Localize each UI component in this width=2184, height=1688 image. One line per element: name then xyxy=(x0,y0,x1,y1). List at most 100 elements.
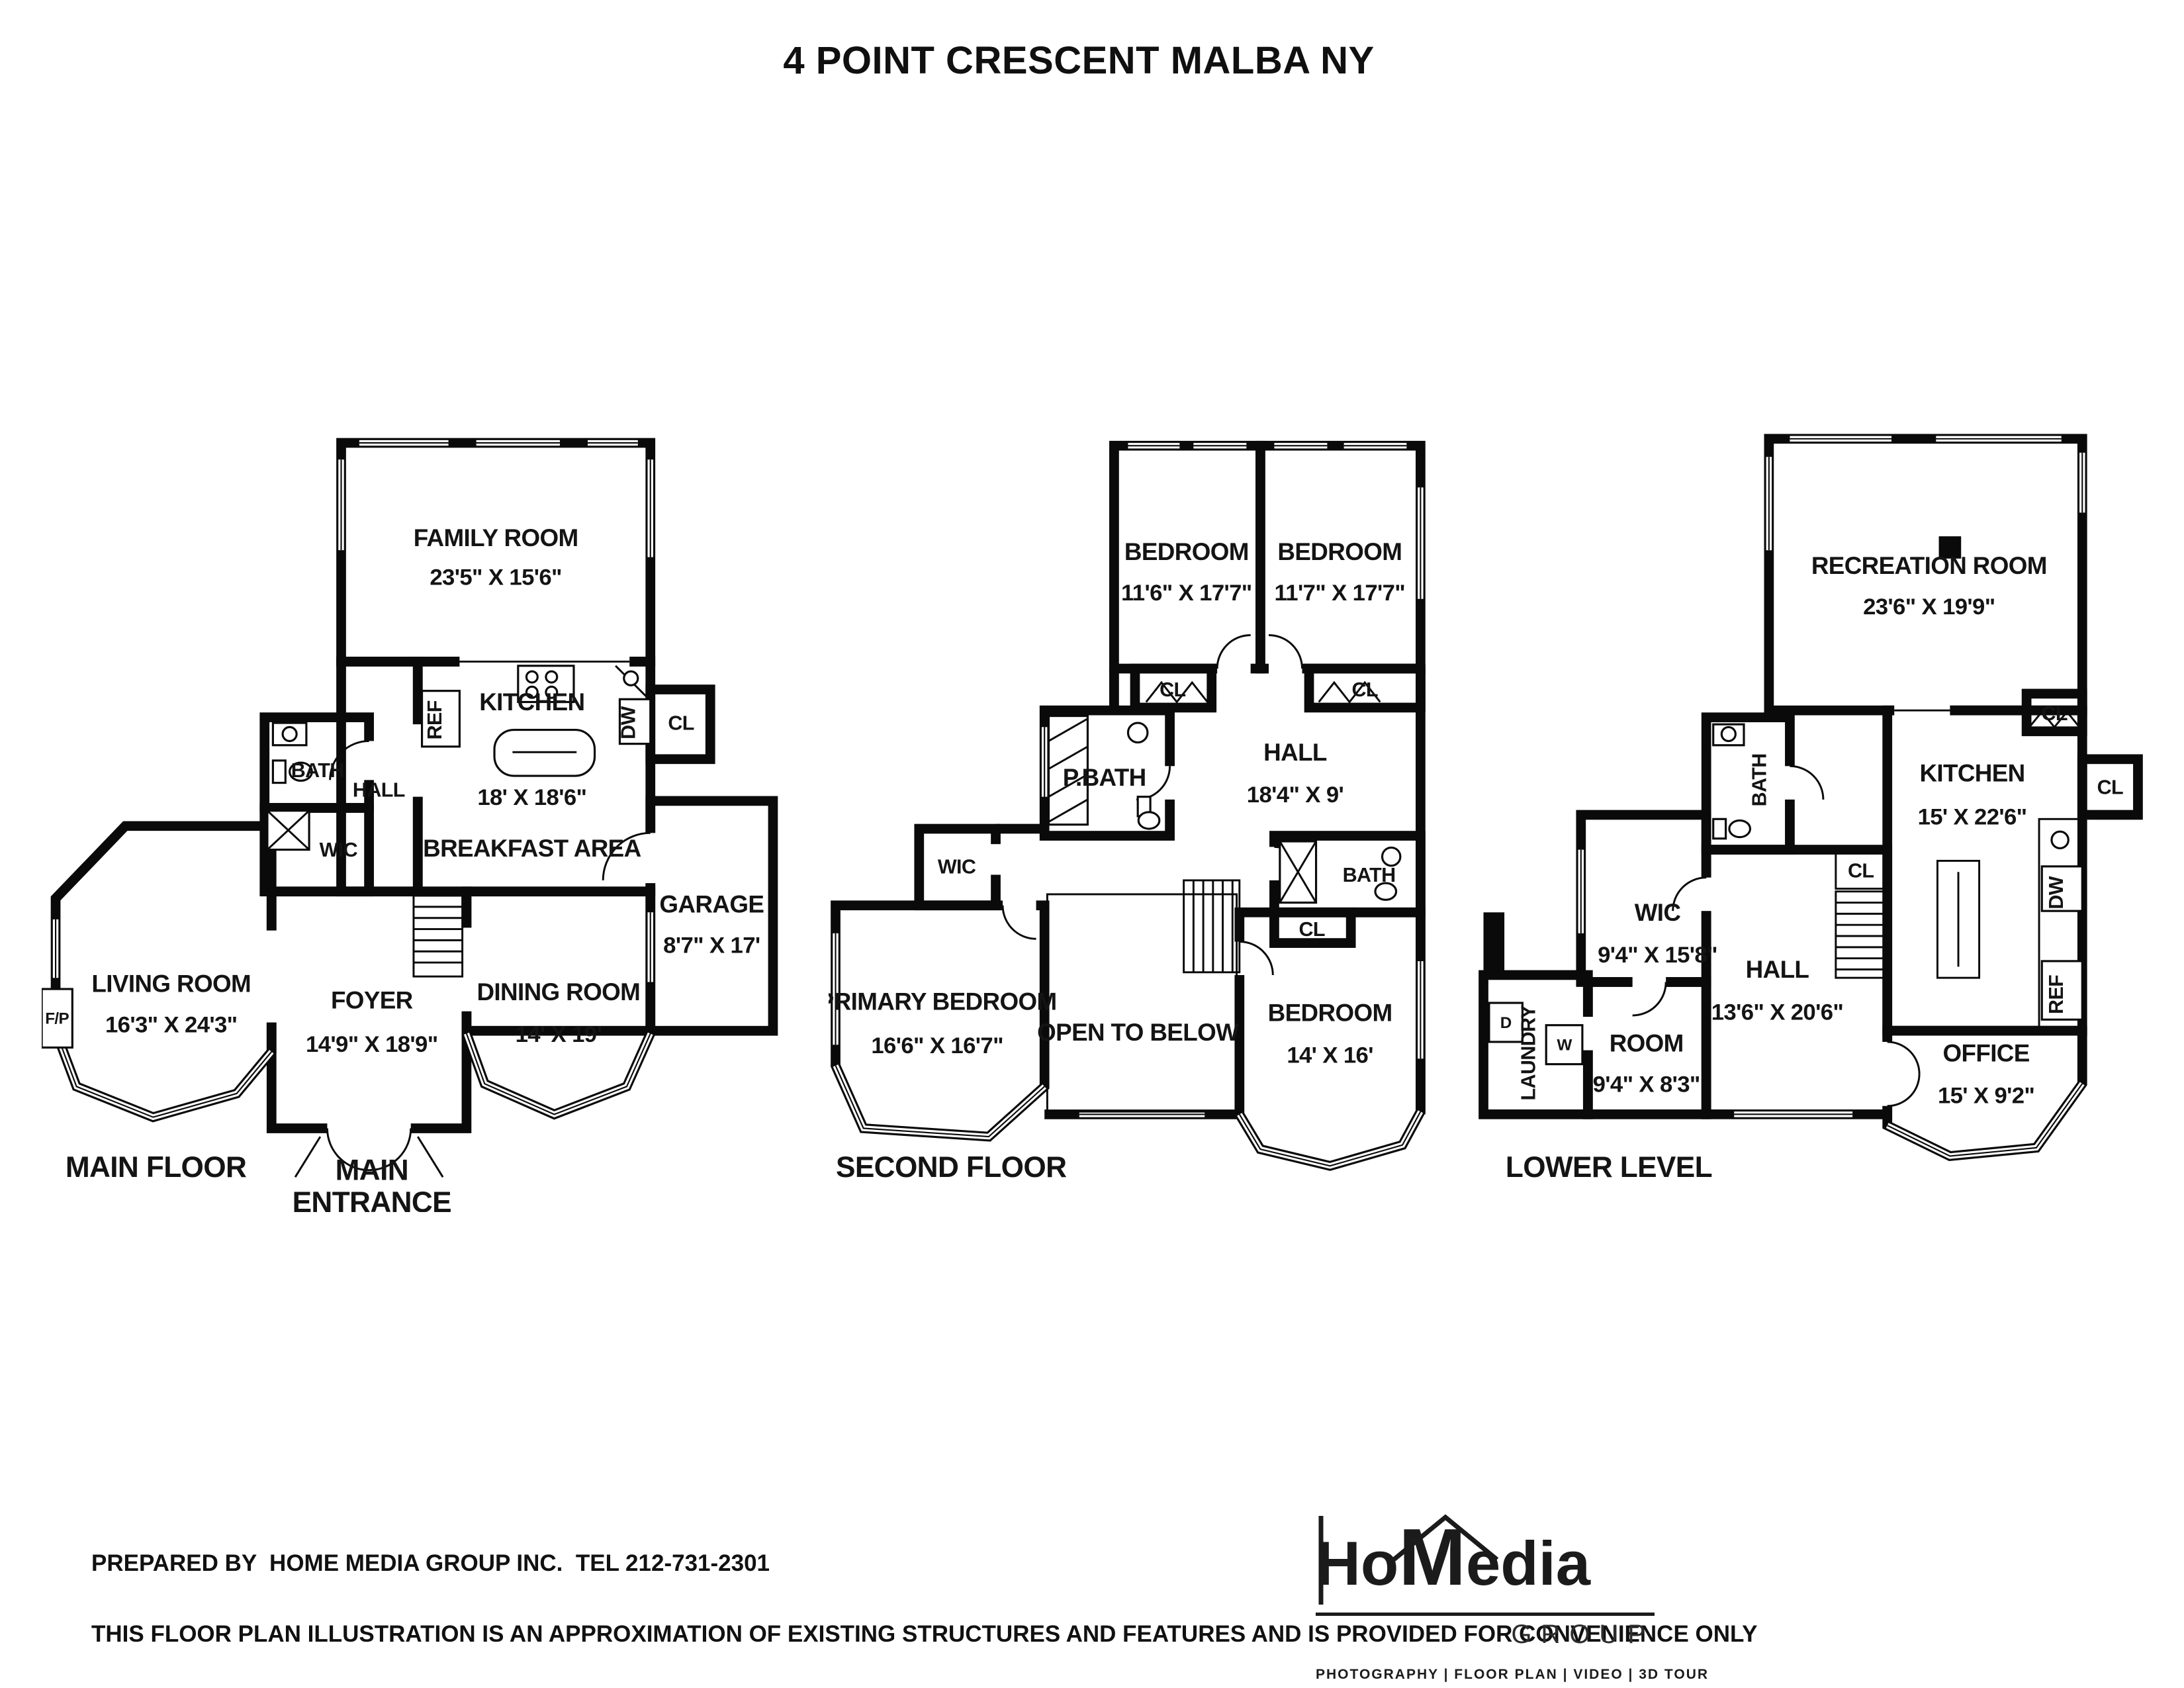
room-label-foyer: FOYER xyxy=(331,987,413,1014)
room-label-garage: GARAGE xyxy=(659,890,764,917)
main-floor-plan: FAMILY ROOM 23'5" X 15'6" KITCHEN 18' X … xyxy=(42,438,778,1212)
washer-icon xyxy=(1545,1024,1584,1066)
logo-text-edia: edia xyxy=(1465,1528,1591,1598)
room-label-bath: BATH xyxy=(291,759,344,782)
label-open-to-below: OPEN TO BELOW xyxy=(1037,1019,1239,1046)
label-closet: CL xyxy=(668,712,694,735)
caption-main-floor: MAIN FLOOR xyxy=(66,1151,247,1184)
label-main-entrance-2: ENTRANCE xyxy=(293,1186,451,1212)
room-label-family: FAMILY ROOM xyxy=(414,524,578,551)
label-ref: REF xyxy=(2045,975,2068,1014)
door-arc xyxy=(329,739,369,780)
logo-text-ho: Ho xyxy=(1316,1528,1399,1598)
kitchen-sink-icon xyxy=(2050,830,2070,850)
label-closet-1: CL xyxy=(2041,702,2067,725)
label-closet-3: CL xyxy=(1848,860,1874,882)
room-label-living: LIVING ROOM xyxy=(91,970,251,997)
room-dims-office: 15' X 9'2" xyxy=(1938,1084,2034,1109)
dishwasher-icon xyxy=(2040,865,2083,912)
bath-sink-icon xyxy=(1126,722,1149,744)
lower-level-plan: RECREATION ROOM 23'6" X 19'9" CL CL KITC… xyxy=(1479,434,2143,1184)
main-floor-fixtures xyxy=(42,665,652,1049)
room-dims-bedroom2: 11'7" X 17'7" xyxy=(1275,581,1406,606)
stairs xyxy=(1183,879,1241,974)
logo-services: PHOTOGRAPHY | FLOOR PLAN | VIDEO | 3D TO… xyxy=(1316,1667,1709,1682)
room-dims-kitchen: 15' X 22'6" xyxy=(1918,805,2027,830)
lower-level-windows xyxy=(1578,436,2085,1159)
room-label-bath: BATH xyxy=(1343,864,1396,886)
door-arc xyxy=(1672,876,1707,912)
label-dw: DW xyxy=(2045,876,2068,909)
room-label-recreation: RECREATION ROOM xyxy=(1811,552,2047,579)
door-arc xyxy=(1790,765,1825,800)
room-label-bedroom3: BEDROOM xyxy=(1268,999,1392,1026)
label-fireplace: F/P xyxy=(45,1010,69,1028)
label-dryer: D xyxy=(1500,1014,1512,1032)
label-closet-3: CL xyxy=(1299,918,1325,941)
room-dims-foyer: 14'9" X 18'9" xyxy=(306,1032,438,1057)
room-label-dining: DINING ROOM xyxy=(477,978,640,1006)
caption-second-floor: SECOND FLOOR xyxy=(836,1151,1066,1184)
dryer-icon xyxy=(1488,1002,1524,1043)
room-label-breakfast: BREAKFAST AREA xyxy=(423,835,641,862)
kitchen-counter xyxy=(2038,818,2083,1035)
room-label-pbath: P.BATH xyxy=(1063,764,1146,791)
door-arc xyxy=(1216,634,1251,669)
room-dims-wic: 9'4" X 15'8" xyxy=(1598,943,1717,968)
door-arc xyxy=(1887,1041,1921,1074)
second-floor-windows xyxy=(833,443,1424,1169)
door-arc xyxy=(1632,982,1667,1017)
label-closet-2: CL xyxy=(2097,776,2123,798)
lower-level-fixtures xyxy=(1488,723,2083,1066)
room-label-kitchen: KITCHEN xyxy=(1919,759,2025,786)
room-label-wic: WIC xyxy=(938,855,976,878)
structural-post xyxy=(1938,536,1962,559)
disclaimer: PREPARED BY HOME MEDIA GROUP INC. TEL 21… xyxy=(91,1528,1758,1688)
bifold-door xyxy=(1145,680,1208,704)
room-dims-hall: 13'6" X 20'6" xyxy=(1711,1000,1843,1025)
label-closet-1: CL xyxy=(1160,679,1185,701)
logo-text-m: M xyxy=(1398,1512,1466,1602)
room-dims-living: 16'3" X 24'3" xyxy=(105,1012,238,1037)
caption-lower-level: LOWER LEVEL xyxy=(1506,1151,1712,1184)
room-label-room: ROOM xyxy=(1610,1030,1684,1057)
label-washer: W xyxy=(1557,1037,1572,1055)
dishwasher-icon xyxy=(618,698,652,745)
label-main-entrance-1: MAIN xyxy=(336,1154,408,1186)
toilet-icon xyxy=(1712,818,1752,840)
room-label-primary: PRIMARY BEDROOM xyxy=(829,988,1057,1015)
door-arc xyxy=(1269,634,1303,669)
second-floor-fixtures xyxy=(1046,714,1402,1113)
disclaimer-line-1: THIS FLOOR PLAN ILLUSTRATION IS AN APPRO… xyxy=(91,1621,1758,1647)
lower-level-openings xyxy=(1582,704,2081,1107)
room-label-kitchen: KITCHEN xyxy=(479,688,584,716)
toilet-icon xyxy=(1374,882,1398,901)
bifold-door xyxy=(1318,680,1381,704)
kitchen-corner-sink-icon xyxy=(615,665,647,698)
door-arc xyxy=(602,831,651,880)
house-roof-icon xyxy=(1318,1514,1499,1605)
room-label-office: OFFICE xyxy=(1943,1039,2030,1066)
refrigerator-icon xyxy=(420,690,461,748)
fireplace-icon xyxy=(42,988,73,1049)
room-label-hall: HALL xyxy=(353,779,405,802)
entry-door-arc xyxy=(326,1128,369,1172)
door-arc xyxy=(1239,941,1274,975)
room-dims-dining: 14' X 19' xyxy=(516,1022,602,1047)
bathtub-icon xyxy=(1047,714,1089,826)
room-dims-recreation: 23'6" X 19'9" xyxy=(1863,594,1995,620)
room-label-bedroom2: BEDROOM xyxy=(1277,538,1402,565)
room-label-bedroom1: BEDROOM xyxy=(1124,538,1249,565)
toilet-icon xyxy=(1136,796,1161,830)
refrigerator-icon xyxy=(2040,960,2083,1021)
room-dims-room: 9'4" X 8'3" xyxy=(1593,1072,1700,1098)
door-arc xyxy=(1001,905,1036,940)
room-dims-kitchen: 18' X 18'6" xyxy=(477,785,586,810)
label-closet-2: CL xyxy=(1352,679,1378,701)
entry-door-arc xyxy=(369,1128,412,1172)
room-dims-bedroom1: 11'6" X 17'7" xyxy=(1121,581,1252,606)
prepared-by-line: PREPARED BY HOME MEDIA GROUP INC. TEL 21… xyxy=(91,1550,770,1576)
room-label-wic: WIC xyxy=(320,839,358,861)
